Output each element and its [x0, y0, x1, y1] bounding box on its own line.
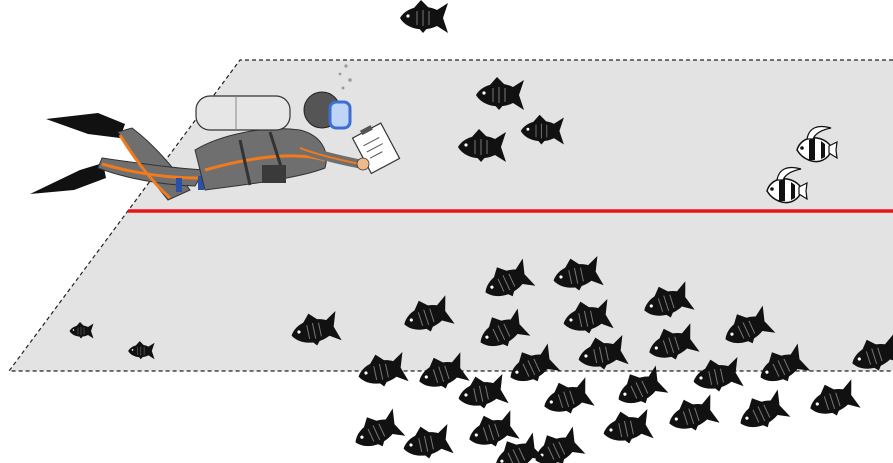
- fish-icon: [600, 406, 654, 448]
- fish-icon: [539, 374, 595, 420]
- fin-icon: [46, 113, 125, 138]
- mask-icon: [330, 102, 350, 128]
- fish-icon: [733, 387, 790, 437]
- scuba-tank: [196, 96, 290, 130]
- fish-icon: [400, 421, 454, 463]
- fish-icon: [348, 406, 405, 456]
- fish-icon: [664, 391, 720, 437]
- fin-icon: [30, 163, 106, 194]
- fish-icon: [805, 376, 861, 422]
- fish-icon: [400, 0, 448, 33]
